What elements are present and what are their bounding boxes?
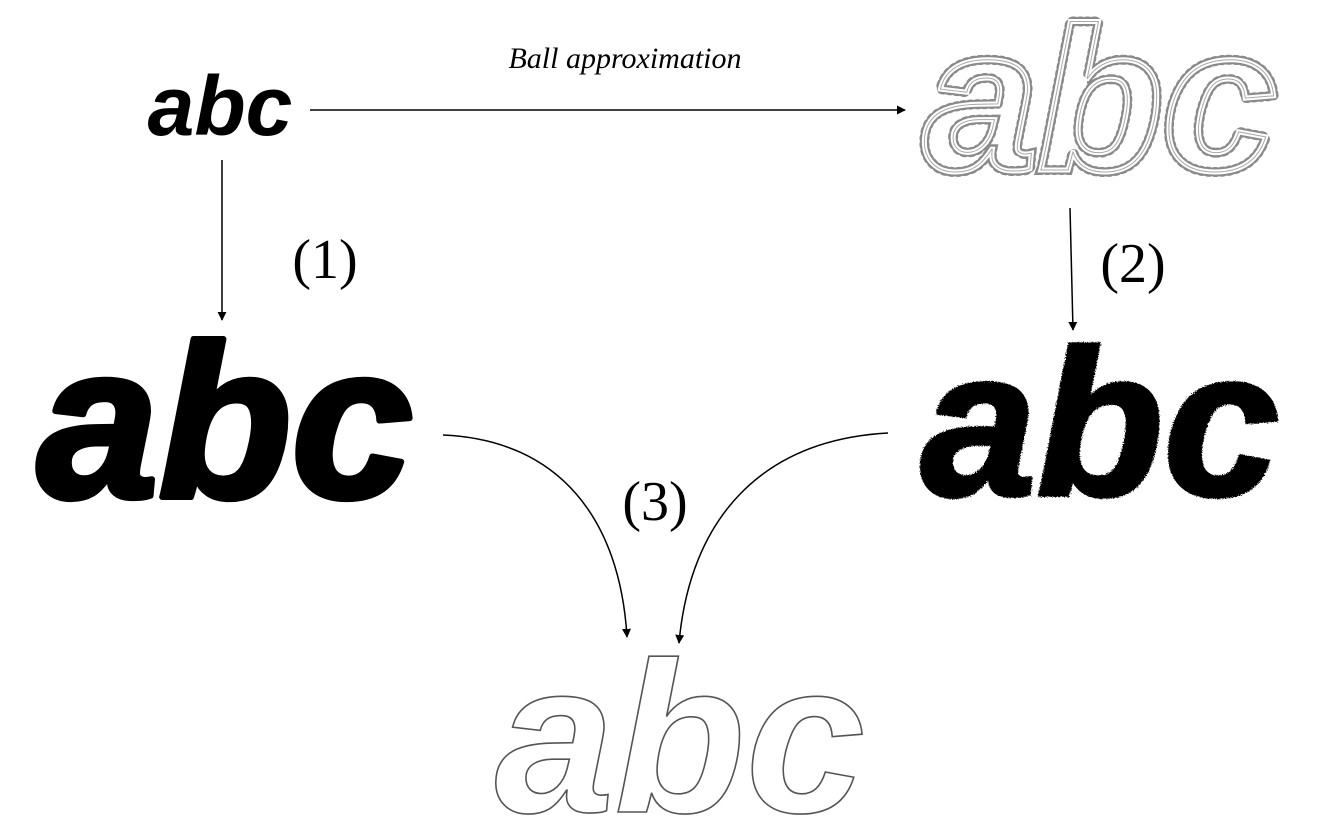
ball-approx-outline-3: abc <box>923 0 1276 214</box>
ball-approx-outline-2: abc <box>923 0 1276 214</box>
arrow-step3-left <box>442 434 632 638</box>
ball-approx-outline-1: abc <box>923 0 1276 214</box>
dilated-balls-glyphs: abc <box>921 308 1279 540</box>
arrow-step3-right <box>675 432 889 644</box>
arrow-step2 <box>1068 207 1078 331</box>
step3-label: (3) <box>622 471 687 533</box>
ball-approximation-caption: Ball approximation <box>508 42 741 75</box>
difference-glyphs: abc <box>495 617 865 838</box>
ball-approximation-glyphs: abc abc abc <box>918 0 1281 219</box>
original-glyphs: abc <box>148 59 293 153</box>
dilated-exact-glyphs: abc <box>37 301 413 544</box>
step2-label: (2) <box>1100 233 1165 295</box>
step1-label: (1) <box>292 229 357 291</box>
